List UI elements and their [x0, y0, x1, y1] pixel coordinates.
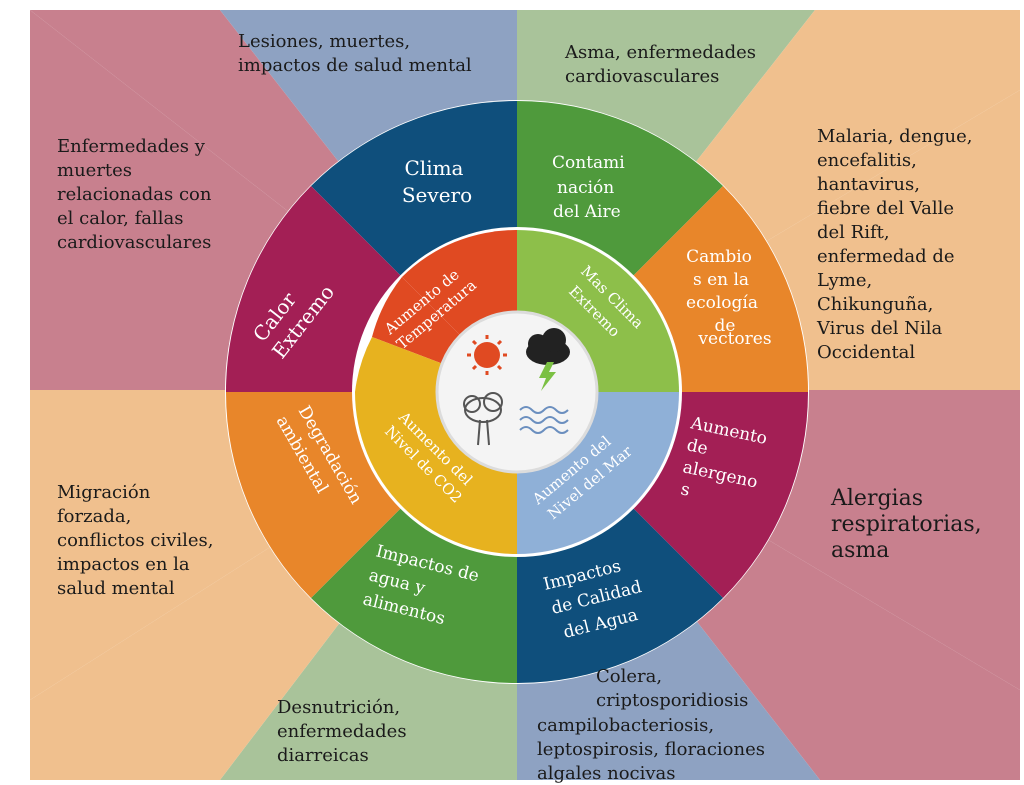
- ring-label-line: Severo: [402, 183, 472, 207]
- outer-effect-line: Desnutrición,: [277, 697, 400, 718]
- smoke-plume-icon: [463, 392, 503, 446]
- outer-effect-line: campilobacteriosis,: [537, 715, 714, 736]
- outer-effect-bottom-left: Desnutrición, enfermedades diarreicas: [277, 697, 407, 766]
- outer-effect-left-upper: Enfermedades y muertes relacionadas con …: [57, 136, 212, 253]
- outer-effect-line: del Rift,: [817, 222, 890, 243]
- outer-effect-line: impactos de salud mental: [238, 55, 472, 76]
- ring-label-line: s: [679, 479, 692, 500]
- outer-effect-line: muertes: [57, 160, 132, 181]
- outer-effect-line: enfermedad de: [817, 246, 955, 267]
- ring-label-line: Clima: [405, 156, 464, 180]
- ring-label-vectores: Cambio s en la ecología de vectores: [686, 247, 772, 349]
- ring-label-contaminacion: Contami nación del Aire: [552, 153, 625, 222]
- outer-effect-right-lower: Alergias respiratorias, asma: [830, 486, 982, 563]
- outer-effect-line: conflictos civiles,: [57, 530, 214, 551]
- sun-icon: [467, 335, 507, 375]
- outer-effect-right-upper: Malaria, dengue, encefalitis, hantavirus…: [816, 126, 972, 363]
- outer-effect-line: relacionadas con: [57, 184, 212, 205]
- outer-effect-line: cardiovasculares: [565, 66, 719, 87]
- ring-label-line: Cambio: [686, 247, 752, 267]
- ring-label-line: s en la: [693, 270, 749, 290]
- ring-label-line: nación: [557, 178, 614, 198]
- outer-effect-line: encefalitis,: [817, 150, 917, 171]
- water-waves-icon: [519, 406, 569, 434]
- ring-label-line: ecología: [686, 293, 758, 313]
- outer-effect-line: Chikunguña,: [817, 294, 933, 315]
- ring-label-line: de: [715, 316, 736, 336]
- outer-effect-line: Alergias: [830, 486, 923, 511]
- outer-effect-bottom-right: Colera, criptosporidiosis campilobacteri…: [537, 666, 765, 784]
- outer-effect-left-lower: Migración forzada, conflictos civiles, i…: [57, 482, 214, 599]
- center-disc: [435, 310, 599, 474]
- outer-effect-top-right: Asma, enfermedades cardiovasculares: [564, 42, 756, 87]
- outer-effect-line: Enfermedades y: [57, 136, 206, 157]
- storm-cloud-icon: [526, 328, 570, 391]
- outer-effect-line: Occidental: [817, 342, 915, 363]
- outer-effect-line: asma: [831, 538, 889, 563]
- outer-effect-line: Virus del Nila: [816, 318, 943, 339]
- outer-effect-line: Asma, enfermedades: [564, 42, 756, 63]
- outer-effect-line: Lesiones, muertes,: [238, 31, 410, 52]
- outer-effect-line: Lyme,: [817, 270, 872, 291]
- outer-effect-line: leptospirosis, floraciones: [537, 739, 765, 760]
- outer-effect-line: respiratorias,: [831, 512, 982, 537]
- outer-effect-line: el calor, fallas: [57, 208, 183, 229]
- outer-effect-line: Colera,: [596, 666, 662, 687]
- outer-effect-line: criptosporidiosis: [596, 690, 748, 711]
- outer-effect-line: hantavirus,: [817, 174, 920, 195]
- outer-effect-line: impactos en la: [57, 554, 190, 575]
- outer-effect-line: fiebre del Valle: [817, 198, 954, 219]
- outer-effect-line: Malaria, dengue,: [817, 126, 972, 147]
- outer-effect-line: algales nocivas: [537, 763, 676, 784]
- ring-label-line: vectores: [697, 329, 771, 349]
- outer-effect-line: enfermedades: [277, 721, 407, 742]
- inner-drivers: [355, 229, 679, 554]
- ring-label-line: de: [685, 435, 710, 459]
- outer-effect-line: salud mental: [57, 578, 175, 599]
- outer-effect-line: cardiovasculares: [57, 232, 211, 253]
- outer-effect-top-left: Lesiones, muertes, impactos de salud men…: [238, 31, 472, 76]
- ring-label-clima-severo: Clima Severo: [402, 156, 472, 207]
- outer-effect-line: diarreicas: [277, 745, 369, 766]
- outer-effect-line: Migración: [57, 482, 151, 503]
- ring-label-line: del Aire: [553, 202, 621, 222]
- ring-label-line: Contami: [552, 153, 625, 173]
- outer-effect-line: forzada,: [57, 506, 131, 527]
